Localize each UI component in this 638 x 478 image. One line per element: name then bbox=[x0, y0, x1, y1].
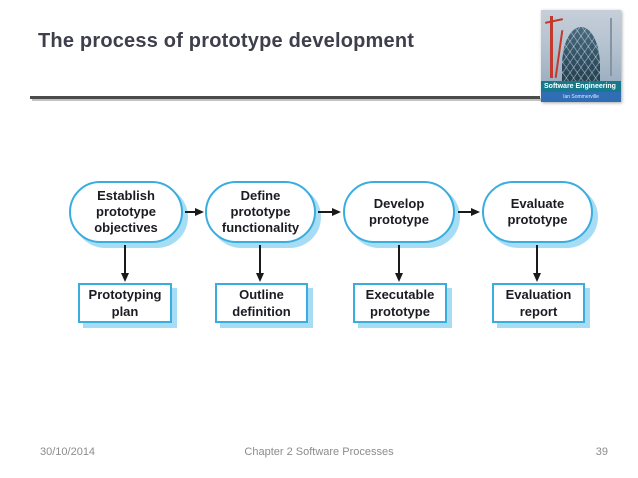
artifact-node-evaluation-report: Evaluation report bbox=[492, 283, 585, 323]
stage-node-develop-prototype: Develop prototype bbox=[343, 181, 455, 243]
footer-page-number: 39 bbox=[595, 446, 608, 458]
gray-crane-icon bbox=[610, 18, 612, 76]
arrow-down-icon bbox=[119, 245, 131, 282]
arrow-right-icon bbox=[185, 207, 204, 217]
arrow-down-icon bbox=[531, 245, 543, 282]
arrow-right-icon bbox=[458, 207, 480, 217]
stage-node-evaluate-prototype: Evaluate prototype bbox=[482, 181, 593, 243]
red-crane-jib-icon bbox=[544, 18, 564, 24]
slide-footer: 30/10/2014 Chapter 2 Software Processes … bbox=[0, 446, 638, 466]
artifact-node-prototyping-plan: Prototyping plan bbox=[78, 283, 172, 323]
arrow-down-icon bbox=[254, 245, 266, 282]
arrow-down-icon bbox=[393, 245, 405, 282]
footer-chapter: Chapter 2 Software Processes bbox=[244, 446, 394, 458]
gherkin-building-icon bbox=[562, 27, 600, 81]
artifact-node-executable-prototype: Executable prototype bbox=[353, 283, 447, 323]
book-cover: Software Engineering Ian Sommerville bbox=[541, 10, 621, 102]
artifact-node-outline-definition: Outline definition bbox=[215, 283, 308, 323]
slide-title: The process of prototype development bbox=[38, 30, 415, 52]
title-divider bbox=[30, 96, 540, 99]
footer-date: 30/10/2014 bbox=[40, 446, 96, 458]
arrow-right-icon bbox=[318, 207, 341, 217]
book-title-label: Software Engineering bbox=[541, 81, 621, 92]
book-author-label: Ian Sommerville bbox=[541, 92, 621, 102]
red-crane-icon bbox=[550, 16, 553, 78]
stage-node-establish-objectives: Establish prototype objectives bbox=[69, 181, 183, 243]
stage-node-define-functionality: Define prototype functionality bbox=[205, 181, 316, 243]
book-cover-photo bbox=[541, 10, 621, 81]
